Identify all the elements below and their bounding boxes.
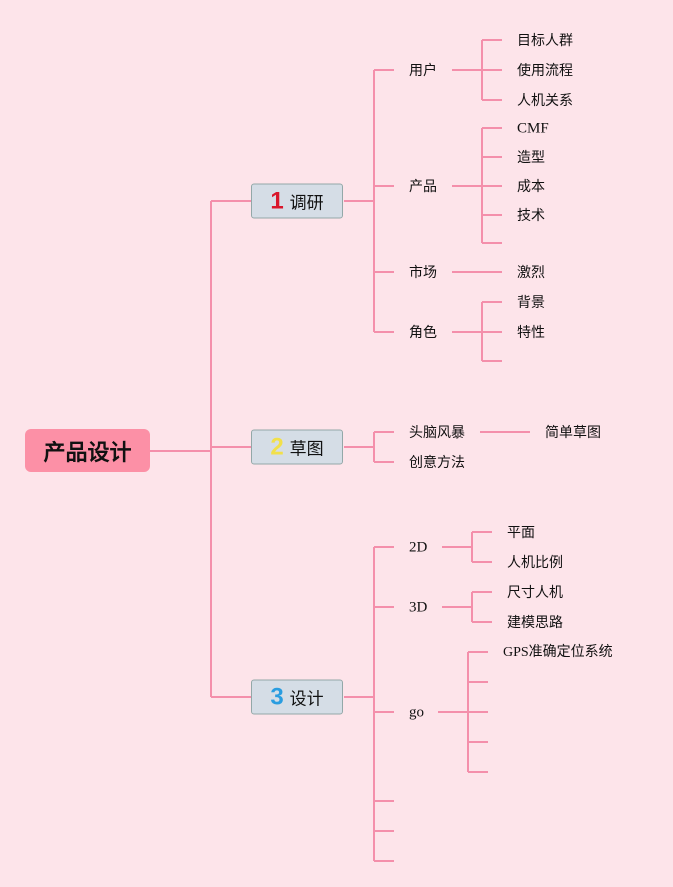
node-go[interactable]: go: [409, 704, 424, 721]
node-item[interactable]: 造型: [517, 150, 545, 166]
node-item[interactable]: GPS准确定位系统: [503, 645, 613, 660]
root-node[interactable]: 产品设计: [25, 429, 150, 472]
node-brainstorm[interactable]: 头脑风暴: [409, 425, 465, 441]
node-item[interactable]: 简单草图: [545, 425, 601, 441]
number-1-icon: 1: [270, 187, 284, 214]
node-item[interactable]: CMF: [517, 120, 549, 137]
node-item[interactable]: 平面: [507, 525, 535, 541]
node-item[interactable]: 背景: [517, 295, 545, 311]
branch-label: 草图: [289, 439, 324, 460]
node-item[interactable]: 特性: [517, 325, 545, 341]
node-item[interactable]: 激烈: [517, 265, 545, 281]
node-3d[interactable]: 3D: [409, 599, 428, 616]
node-item[interactable]: 目标人群: [517, 33, 573, 49]
node-role[interactable]: 角色: [409, 325, 437, 341]
node-item[interactable]: 成本: [517, 179, 545, 195]
node-item[interactable]: 人机比例: [507, 555, 563, 571]
node-item[interactable]: 建模思路: [507, 615, 563, 631]
branch-label: 调研: [289, 193, 324, 214]
branch-label: 设计: [289, 689, 324, 710]
root-label: 产品设计: [43, 440, 132, 466]
node-item[interactable]: 技术: [517, 208, 545, 224]
node-item[interactable]: 尺寸人机: [507, 585, 563, 601]
node-users[interactable]: 用户: [409, 63, 437, 79]
number-2-icon: 2: [270, 433, 284, 460]
number-3-icon: 3: [270, 683, 284, 710]
node-creative-method[interactable]: 创意方法: [409, 455, 465, 471]
node-item[interactable]: 使用流程: [517, 63, 573, 79]
node-2d[interactable]: 2D: [409, 539, 428, 556]
node-market[interactable]: 市场: [409, 265, 437, 281]
node-product[interactable]: 产品: [409, 179, 437, 195]
node-item[interactable]: 人机关系: [517, 93, 573, 109]
